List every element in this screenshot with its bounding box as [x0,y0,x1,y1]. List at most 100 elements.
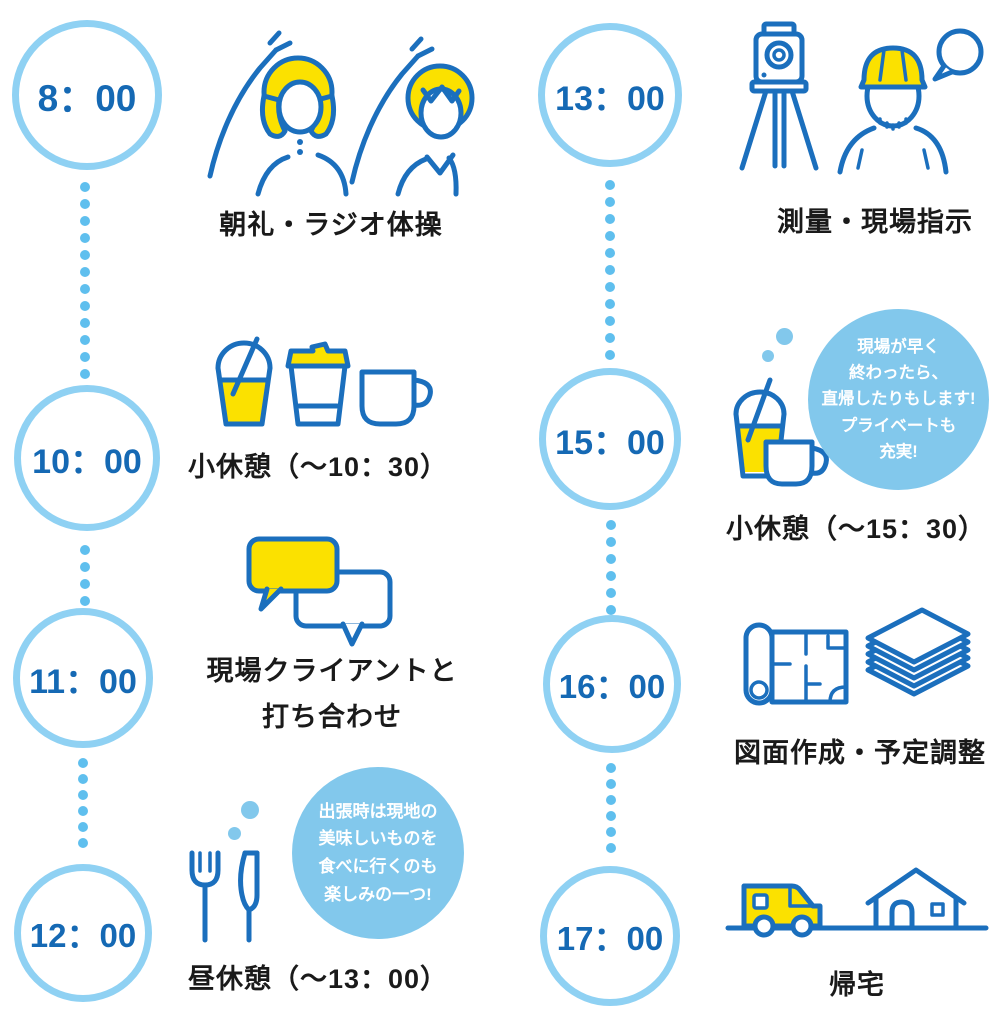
timeline-dot [80,562,90,572]
timeline-dot [605,265,615,275]
timeline-dot [80,216,90,226]
timeline-dot [80,233,90,243]
bubble-line: 出張時は現地の [318,801,438,821]
timeline-dot [80,284,90,294]
drink-mug-icon [733,377,829,487]
dotted-connector [78,758,88,848]
timeline-dot [78,790,88,800]
timeline-dot [605,333,615,343]
timeline-dot [606,763,616,773]
event-label-1200: 昼休憩（～13：00） [187,964,449,994]
dotted-connector [80,545,90,606]
timeline-dot [606,588,616,598]
timeline-dot [606,827,616,837]
fork-knife-icon [189,850,260,943]
time-1500: 15：00 [555,423,665,462]
timeline-dot [80,579,90,589]
bubble-line: プライベートも [840,416,957,435]
timeline-dot [80,318,90,328]
event-label-1000: 小休憩（～10：30） [187,452,449,482]
timeline-dot [80,199,90,209]
time-1100: 11：00 [29,662,137,701]
van-house-icon [725,867,989,938]
thought-dot [762,350,774,362]
time-1200: 12：00 [29,917,137,954]
timeline-dot [80,545,90,555]
dotted-connector [606,763,616,853]
bubble-line: 楽しみの一つ! [324,884,432,904]
event-label-1100-line1: 現場クライアントと [206,656,458,686]
event-label-1600: 図面作成・予定調整 [734,738,986,768]
timeline-dot [606,554,616,564]
timeline-dot [80,335,90,345]
dotted-connector [80,182,90,379]
time-circle-1000: 10：00 [14,385,160,531]
timeline-dot [78,822,88,832]
timeline-dot [80,596,90,606]
timeline-dot [80,182,90,192]
time-circle-1600: 16：00 [543,615,681,753]
thought-dot [776,328,793,345]
early-leave-thought-bubble: 現場が早く 終わったら、 直帰したりもします! プライベートも 充実! [808,309,989,490]
timeline-dot [78,774,88,784]
time-1300: 13：00 [555,79,665,118]
timeline-dot [605,316,615,326]
event-label-0800: 朝礼・ラジオ体操 [219,210,443,240]
timeline-dot [605,197,615,207]
timeline-dot [605,231,615,241]
timeline-dot [80,267,90,277]
thought-dot [228,827,241,840]
timeline-dot [606,571,616,581]
radio-exercise-icon [207,30,475,197]
time-circle-0800: 8：00 [12,20,162,170]
dotted-connector [606,520,616,615]
thought-dot [241,801,259,819]
timeline-dot [78,838,88,848]
timeline-dot [606,811,616,821]
time-0800: 8：00 [37,78,137,119]
timeline-dot [80,352,90,362]
time-1700: 17：00 [556,920,664,957]
time-1000: 10：00 [32,442,142,481]
bubble-line: 食べに行くのも [318,857,438,876]
time-circle-1500: 15：00 [539,368,681,510]
timeline-dot [606,779,616,789]
bubble-line: 終わったら、 [849,363,948,382]
timeline-dot [80,301,90,311]
event-label-1100: 現場クライアントと 打ち合わせ [207,648,458,740]
timeline-dot [605,214,615,224]
event-label-1300: 測量・現場指示 [777,207,973,237]
dotted-connector [605,180,615,360]
bubble-line: 現場が早く [857,337,940,356]
drinks-icon [215,336,433,427]
event-label-1500: 小休憩（～15：30） [725,514,987,544]
timeline-dot [605,282,615,292]
time-1600: 16：00 [558,668,666,705]
timeline-dot [78,806,88,816]
time-circle-1200: 12：00 [14,864,152,1002]
event-label-1700: 帰宅 [829,970,885,1000]
timeline-dot [605,180,615,190]
survey-worker-icon [739,21,984,175]
timeline-dot [606,843,616,853]
timeline-dot [606,605,616,615]
time-circle-1700: 17：00 [540,866,680,1006]
bubble-line: 美味しいものを [318,829,438,849]
time-circle-1100: 11：00 [13,608,153,748]
timeline-dot [605,350,615,360]
time-circle-1300: 13：00 [538,23,682,167]
bubble-line: 充実! [879,443,918,462]
timeline-dot [605,299,615,309]
event-label-1100-line2: 打ち合わせ [261,702,402,732]
timeline-dot [80,369,90,379]
blueprint-papers-icon [743,607,971,706]
timeline-dot [78,758,88,768]
timeline-dot [605,248,615,258]
timeline-dot [606,520,616,530]
timeline-dot [606,537,616,547]
chat-bubbles-icon [246,536,393,647]
timeline-dot [606,795,616,805]
timeline-dot [80,250,90,260]
bubble-line: 直帰したりもします! [821,390,976,409]
